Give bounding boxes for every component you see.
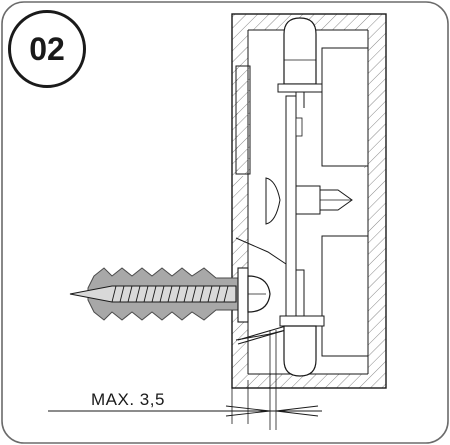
wood-screw-icon [69,267,271,323]
dimension-label: MAX. 3,5 [91,390,165,409]
step-number-badge: 02 [8,10,86,88]
step-number: 02 [29,30,65,67]
led-lens-bottom-icon [283,325,317,377]
sensor-housing-icon [265,177,353,225]
dimension-marker [48,330,322,430]
housing-outline [231,13,387,389]
pcb-board [285,95,297,327]
led-lens-icon [277,17,323,112]
